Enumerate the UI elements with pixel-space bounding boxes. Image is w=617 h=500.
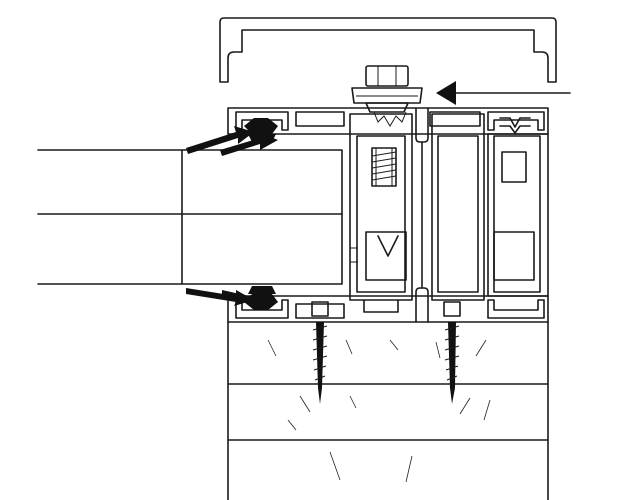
mullion-profile [349,107,549,323]
pressure-cap [219,17,557,83]
upper-gasket-arrows [186,126,278,156]
lower-gasket-arrows [186,288,278,308]
screw-right [443,301,461,404]
screw-left [311,301,329,404]
bolt-arrow [436,81,571,105]
bolt [351,65,423,127]
glass-unit [37,149,343,285]
substrate [227,321,549,500]
spring [371,147,397,187]
screw-fasteners [311,301,461,404]
